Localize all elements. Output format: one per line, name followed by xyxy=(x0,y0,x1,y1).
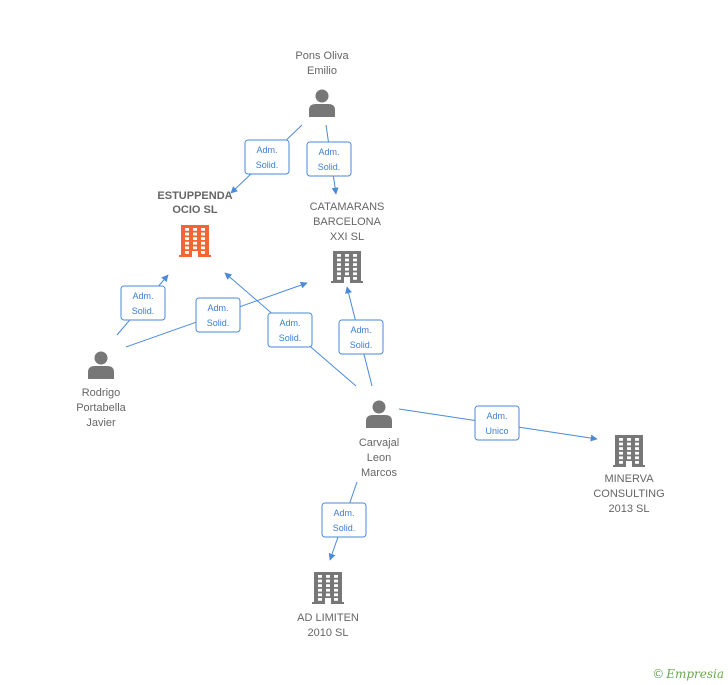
edge-label-text: Adm. xyxy=(350,325,371,335)
edge-label-box xyxy=(267,312,313,348)
edge-label-text: Solid. xyxy=(132,306,155,316)
edge-label-pons-to-catamarans[interactable]: Adm. Solid. xyxy=(306,141,352,177)
edge-label-text: Solid. xyxy=(279,333,302,343)
building-icon xyxy=(331,251,363,283)
edge-label-text: Solid. xyxy=(318,162,341,172)
edge-label-box xyxy=(195,297,241,333)
edge-label-text: Adm. xyxy=(132,291,153,301)
edge-label-carvajal-to-catamarans[interactable]: Adm. Solid. xyxy=(338,319,384,355)
node-label-line: BARCELONA xyxy=(313,216,382,228)
node-label-line: Emilio xyxy=(307,65,337,77)
edge-label-text: Solid. xyxy=(333,523,356,533)
node-adlimiten[interactable]: AD LIMITEN 2010 SL xyxy=(297,572,359,639)
building-icon xyxy=(179,225,211,257)
node-label-line: Portabella xyxy=(76,402,126,414)
copyright-symbol: © xyxy=(652,667,665,681)
node-label-line: CONSULTING xyxy=(593,488,664,500)
edge-label-box xyxy=(306,141,352,177)
edge-labels-layer: Adm. Solid. Adm. Solid. Adm. Solid. Adm. Solid.… xyxy=(120,139,520,538)
edge-label-carvajal-to-estuppenda[interactable]: Adm. Solid. xyxy=(267,312,313,348)
node-label-line: 2013 SL xyxy=(609,503,650,515)
person-icon xyxy=(366,400,392,428)
edge-label-text: Solid. xyxy=(256,160,279,170)
edge-label-rodrigo-to-catamarans[interactable]: Adm. Solid. xyxy=(195,297,241,333)
edge-label-box xyxy=(244,139,290,175)
edge-label-box xyxy=(120,285,166,321)
node-label-line: AD LIMITEN xyxy=(297,612,359,624)
node-label-line: Carvajal xyxy=(359,437,399,449)
edge-label-text: Solid. xyxy=(207,318,230,328)
node-label-line: Javier xyxy=(86,417,116,429)
edge-label-text: Adm. xyxy=(333,508,354,518)
edge-label-box xyxy=(321,502,367,538)
node-label-line: Marcos xyxy=(361,467,398,479)
edge-label-text: Adm. xyxy=(486,411,507,421)
node-label-line: CATAMARANS xyxy=(310,201,385,213)
edge-label-text: Solid. xyxy=(350,340,373,350)
edge-label-carvajal-to-minerva[interactable]: Adm. Unico xyxy=(474,405,520,441)
node-catamarans[interactable]: CATAMARANS BARCELONA XXI SL xyxy=(310,201,385,283)
node-label-line: 2010 SL xyxy=(308,627,349,639)
edge-label-box xyxy=(338,319,384,355)
node-label-line: XXI SL xyxy=(330,231,364,243)
edge-label-pons-to-estuppenda[interactable]: Adm. Solid. xyxy=(244,139,290,175)
edge-label-text: Adm. xyxy=(256,145,277,155)
node-minerva[interactable]: MINERVA CONSULTING 2013 SL xyxy=(593,435,665,515)
footer-brand[interactable]: ©Empresia xyxy=(652,667,724,681)
building-icon xyxy=(312,572,344,604)
node-label-line: ESTUPPENDA xyxy=(157,190,232,202)
edge-label-text: Adm. xyxy=(279,318,300,328)
node-label-line: Pons Oliva xyxy=(295,50,349,62)
brand-name: Empresia xyxy=(666,667,724,681)
building-icon xyxy=(613,435,645,467)
edge-label-text: Adm. xyxy=(318,147,339,157)
person-icon xyxy=(309,89,335,117)
edge-label-carvajal-to-adlimiten[interactable]: Adm. Solid. xyxy=(321,502,367,538)
edge-label-box xyxy=(474,405,520,441)
edge-label-text: Unico xyxy=(485,426,508,436)
node-estuppenda[interactable]: ESTUPPENDA OCIO SL xyxy=(157,190,233,257)
node-label-line: OCIO SL xyxy=(172,204,218,216)
node-label-line: MINERVA xyxy=(604,473,654,485)
person-icon xyxy=(88,351,114,379)
edge-label-text: Adm. xyxy=(207,303,228,313)
node-label-line: Leon xyxy=(367,452,391,464)
edge-label-rodrigo-to-estuppenda[interactable]: Adm. Solid. xyxy=(120,285,166,321)
node-label-line: Rodrigo xyxy=(82,387,121,399)
